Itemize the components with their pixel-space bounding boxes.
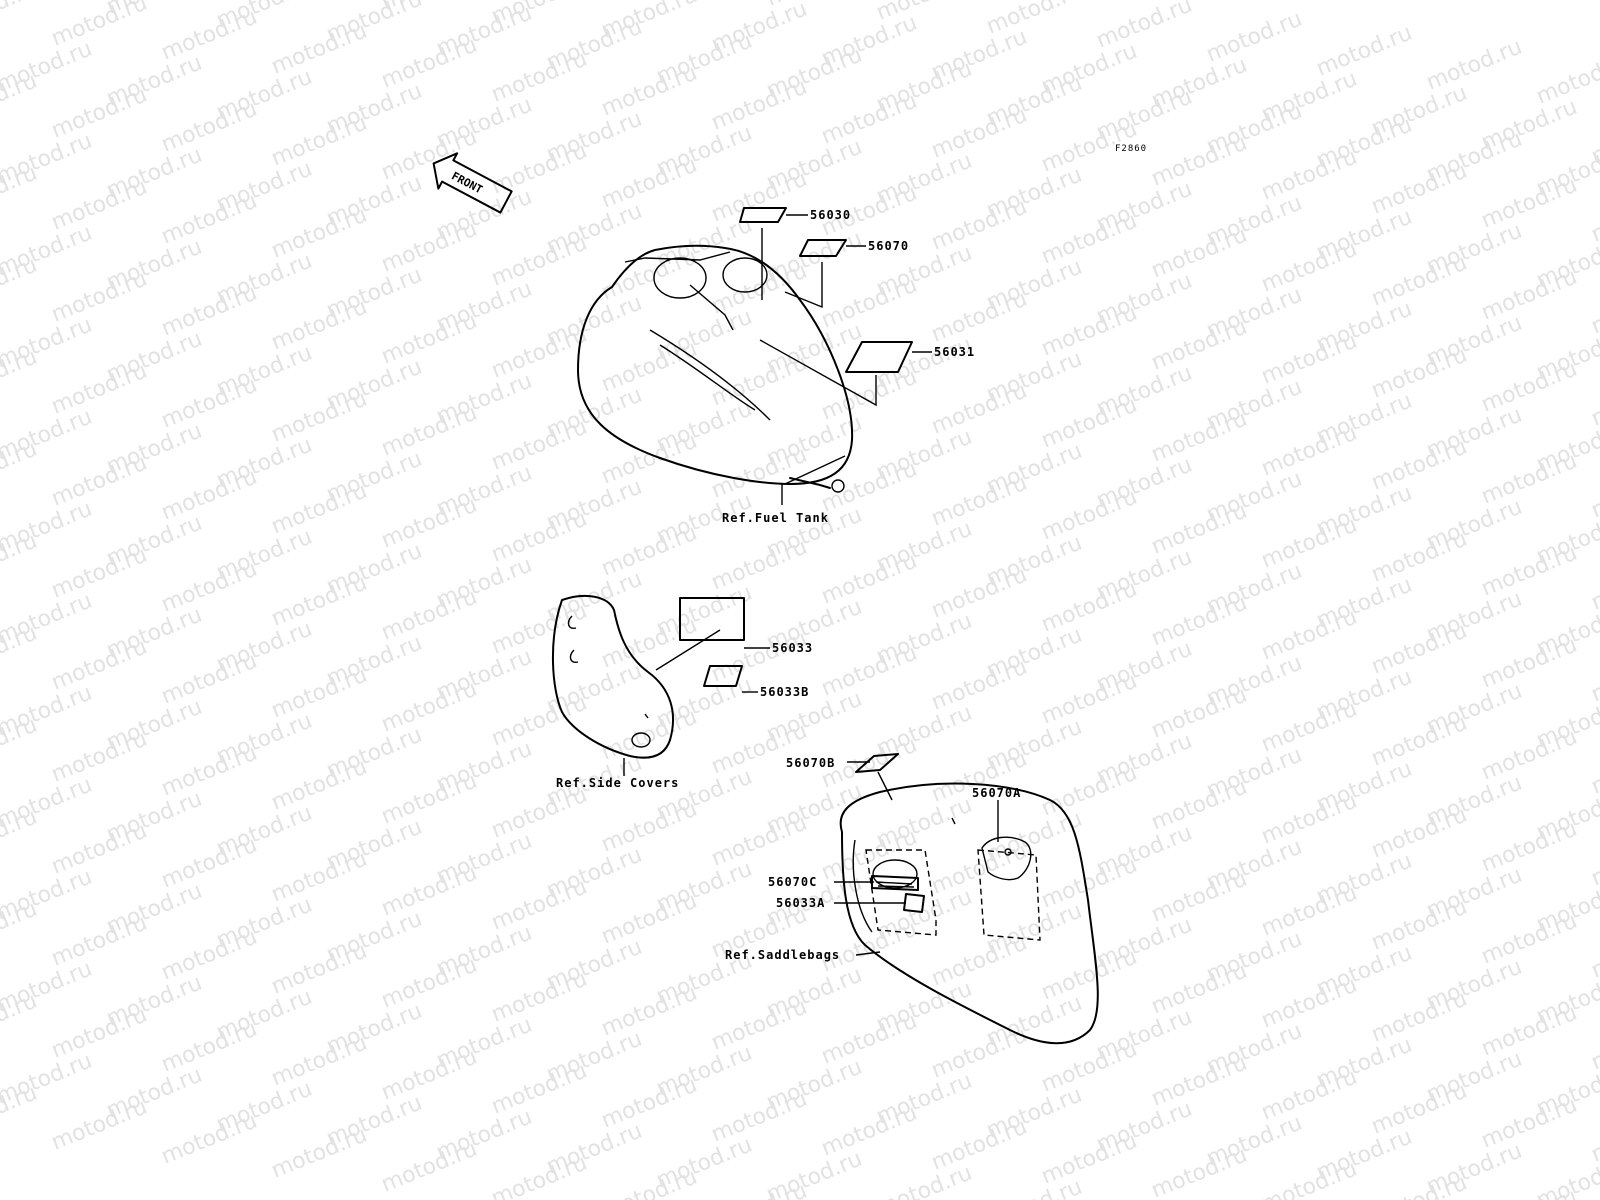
decal-56031 [845, 341, 913, 373]
part-label-56070B: 56070B [786, 756, 835, 770]
part-label-56070A: 56070A [972, 786, 1021, 800]
decal-56033B [703, 665, 743, 687]
part-label-56033B: 56033B [760, 685, 809, 699]
decal-56030 [739, 207, 787, 223]
part-label-56033A: 56033A [776, 896, 825, 910]
saddlebag-drawing [839, 782, 1099, 1045]
part-label-56033: 56033 [772, 641, 813, 655]
front-arrow-icon: FRONT [432, 152, 513, 214]
side-cover-drawing [551, 594, 674, 759]
fuel-tank-drawing [577, 244, 854, 493]
part-label-56070C: 56070C [768, 875, 817, 889]
ref-side-covers-label: Ref.Side Covers [556, 776, 679, 790]
decal-56070B [855, 753, 899, 773]
decal-56033 [679, 597, 745, 641]
decal-56033A [903, 893, 925, 913]
part-label-56030: 56030 [810, 208, 851, 222]
decal-56070 [799, 239, 847, 257]
part-label-56070: 56070 [868, 239, 909, 253]
part-label-56031: 56031 [934, 345, 975, 359]
decal-56070C [871, 875, 919, 891]
ref-fuel-tank-label: Ref.Fuel Tank [722, 511, 829, 525]
figure-code: F2860 [1115, 144, 1147, 154]
ref-saddlebags-label: Ref.Saddlebags [725, 948, 840, 962]
